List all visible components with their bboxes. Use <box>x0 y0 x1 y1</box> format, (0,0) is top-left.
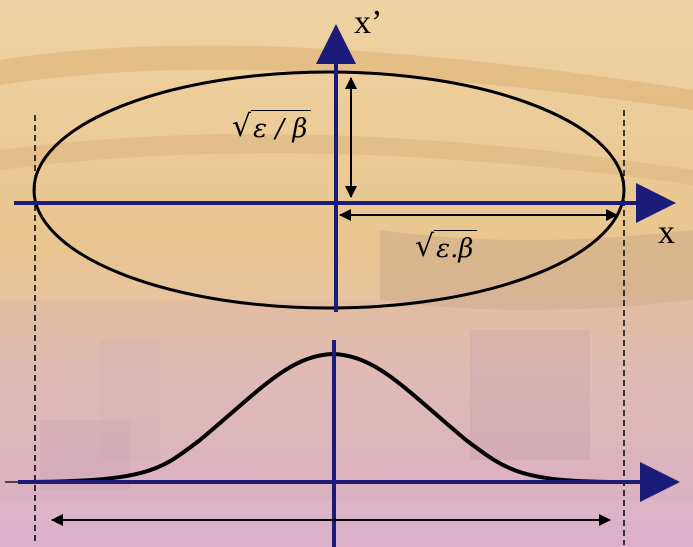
background-texture <box>0 45 693 500</box>
ellipse-width-label: √ε.β <box>415 228 478 266</box>
beam-profile-curve <box>17 351 621 484</box>
sqrt-symbol: √ <box>415 229 435 264</box>
phase-space-ellipse <box>32 70 626 310</box>
x-prime-axis-label: x’ <box>354 4 383 41</box>
ellipse-height-label: √ε / β <box>232 108 312 146</box>
x-axis-label: x <box>658 214 675 251</box>
ellipse-height-expression: ε / β <box>251 110 312 145</box>
ellipse-width-expression: ε.β <box>434 230 478 265</box>
sqrt-symbol: √ <box>232 109 252 144</box>
